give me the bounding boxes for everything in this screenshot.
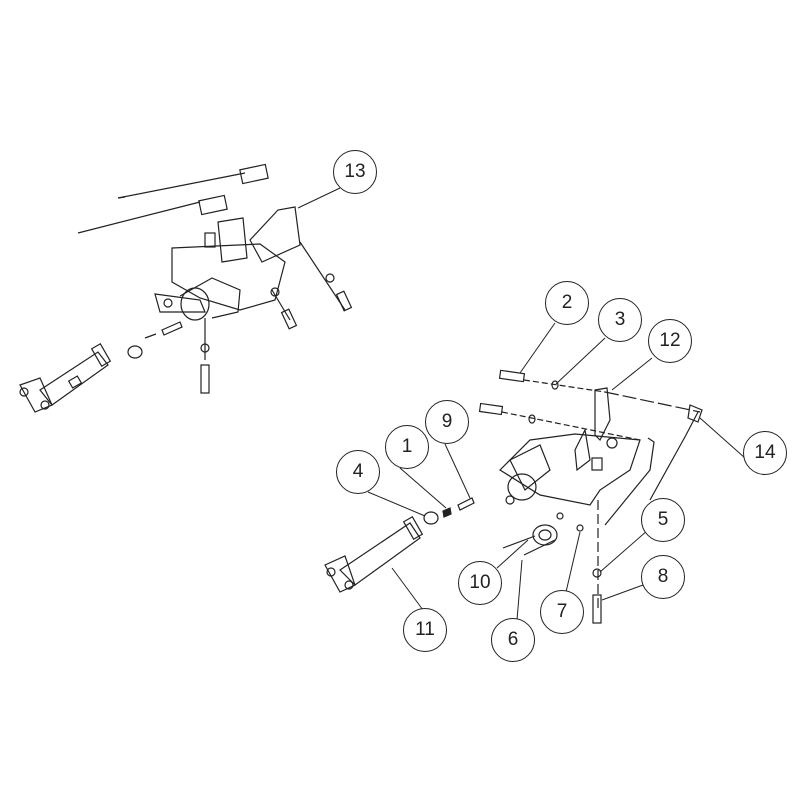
callout-label: 5	[657, 509, 669, 530]
callout-12: 12	[648, 319, 692, 363]
callout-10: 10	[458, 561, 502, 605]
callout-label: 2	[561, 292, 573, 313]
callout-6: 6	[491, 618, 535, 662]
callout-label: 8	[657, 566, 669, 587]
leader-lines	[297, 187, 746, 621]
callout-label: 6	[507, 629, 519, 650]
exploded-view	[324, 369, 703, 624]
callout-4: 4	[336, 450, 380, 494]
callout-2: 2	[545, 281, 589, 325]
callout-5: 5	[641, 498, 685, 542]
callout-label: 13	[344, 161, 366, 182]
callout-7: 7	[540, 590, 584, 634]
callout-11: 11	[403, 608, 447, 652]
callout-8: 8	[641, 555, 685, 599]
callout-9: 9	[425, 400, 469, 444]
callout-label: 3	[614, 309, 626, 330]
callout-label: 1	[401, 436, 413, 457]
callout-label: 4	[352, 461, 364, 482]
callout-label: 7	[556, 601, 568, 622]
callout-label: 10	[469, 572, 491, 593]
callout-label: 12	[659, 330, 681, 351]
callout-label: 14	[754, 442, 776, 463]
callout-13: 13	[333, 150, 377, 194]
callout-label: 11	[415, 619, 435, 640]
callout-14: 14	[743, 431, 787, 475]
callout-1: 1	[385, 425, 429, 469]
callout-label: 9	[441, 411, 453, 432]
callout-3: 3	[598, 298, 642, 342]
assembled-view	[19, 163, 353, 413]
